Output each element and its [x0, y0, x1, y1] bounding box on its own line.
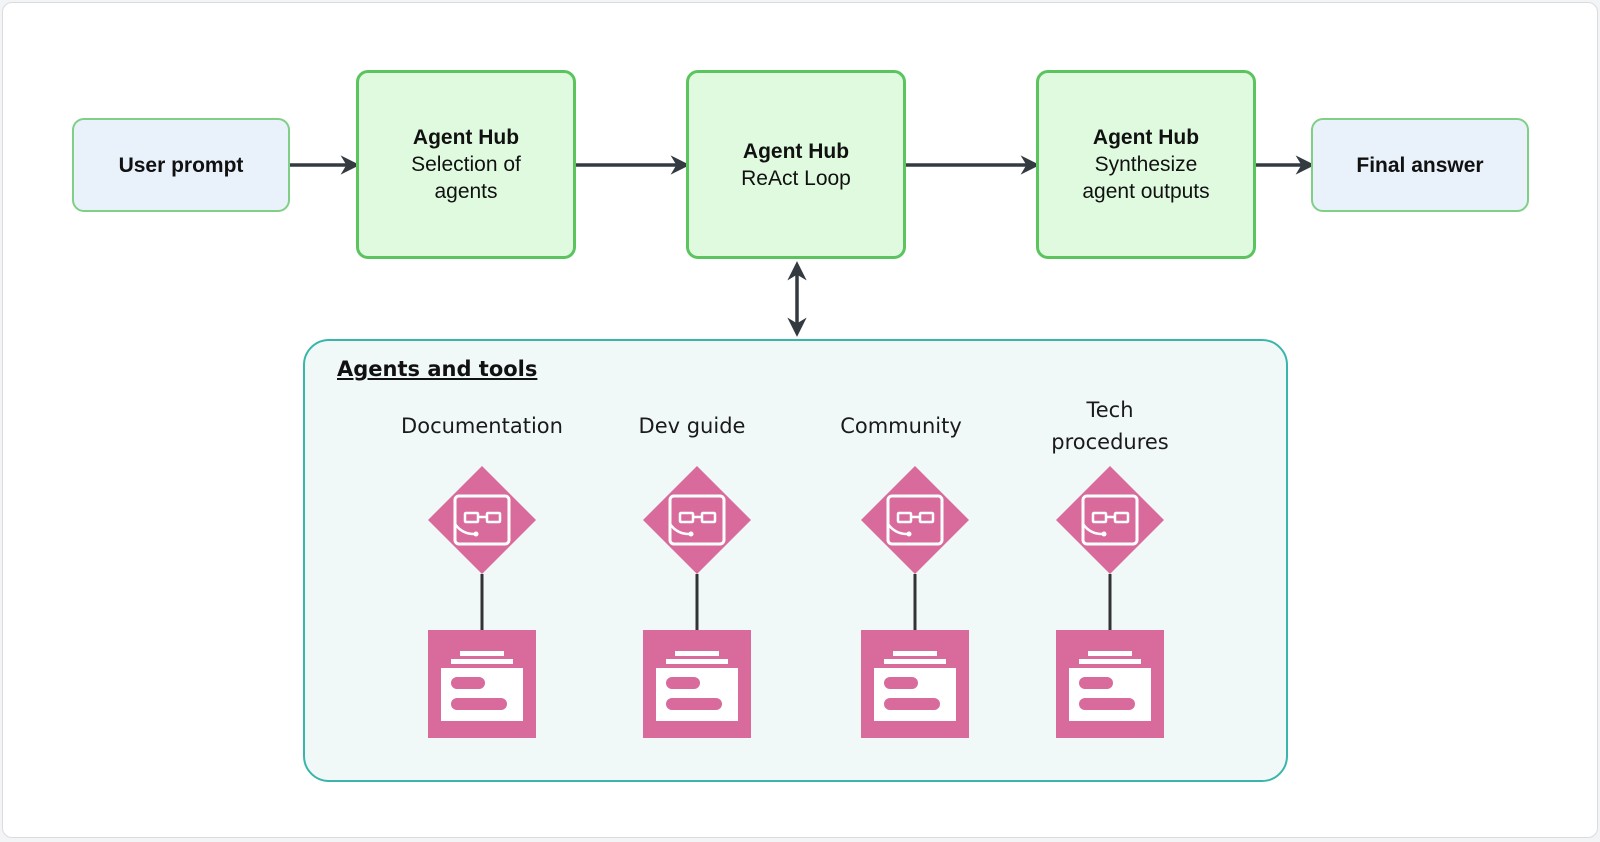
- agent-label-dev-guide-text: Dev guide: [638, 414, 746, 438]
- hub-selection-title: Agent Hub: [412, 126, 520, 149]
- agent-column-documentation: [426, 464, 538, 738]
- agent-hub-synthesize-node: Agent Hub Synthesize agent outputs: [1036, 70, 1256, 259]
- hub-react-line1: ReAct Loop: [741, 166, 851, 190]
- hub-selection-line2: agents: [434, 180, 498, 203]
- agent-column-tech-procedures: [1054, 464, 1166, 738]
- user-prompt-title: User prompt: [118, 153, 244, 177]
- document-stack-icon: [428, 630, 536, 738]
- agent-column-dev-guide: [641, 464, 753, 738]
- agent-label-documentation-text: Documentation: [401, 414, 563, 438]
- agent-label-tech-text: Tech: [1086, 398, 1134, 422]
- hub-react-title: Agent Hub: [742, 139, 850, 163]
- agent-hub-react-node: Agent Hub ReAct Loop: [686, 70, 906, 259]
- agents-and-tools-title: Agents and tools: [337, 357, 538, 381]
- final-answer-node: Final answer: [1311, 118, 1529, 212]
- final-answer-title: Final answer: [1356, 153, 1484, 177]
- user-prompt-node: User prompt: [72, 118, 290, 212]
- hub-synthesize-title: Agent Hub: [1092, 126, 1200, 149]
- document-stack-icon: [1056, 630, 1164, 738]
- document-stack-icon: [643, 630, 751, 738]
- hub-synthesize-line2: agent outputs: [1082, 180, 1210, 203]
- hub-synthesize-line1: Synthesize: [1094, 153, 1198, 176]
- agent-hub-selection-node: Agent Hub Selection of agents: [356, 70, 576, 259]
- robot-headset-icon: [859, 464, 971, 576]
- agent-label-dev-guide: Dev guide: [572, 410, 812, 442]
- robot-headset-icon: [1054, 464, 1166, 576]
- agent-column-community: [859, 464, 971, 738]
- agent-label-community-text: Community: [840, 414, 962, 438]
- agent-label-tech-procedures: Tech procedures: [990, 394, 1230, 458]
- robot-headset-icon: [426, 464, 538, 576]
- document-stack-icon: [861, 630, 969, 738]
- agent-label-documentation: Documentation: [362, 410, 602, 442]
- agent-label-procedures-text: procedures: [1051, 430, 1169, 454]
- hub-selection-line1: Selection of: [411, 153, 521, 176]
- agent-label-community: Community: [781, 410, 1021, 442]
- robot-headset-icon: [641, 464, 753, 576]
